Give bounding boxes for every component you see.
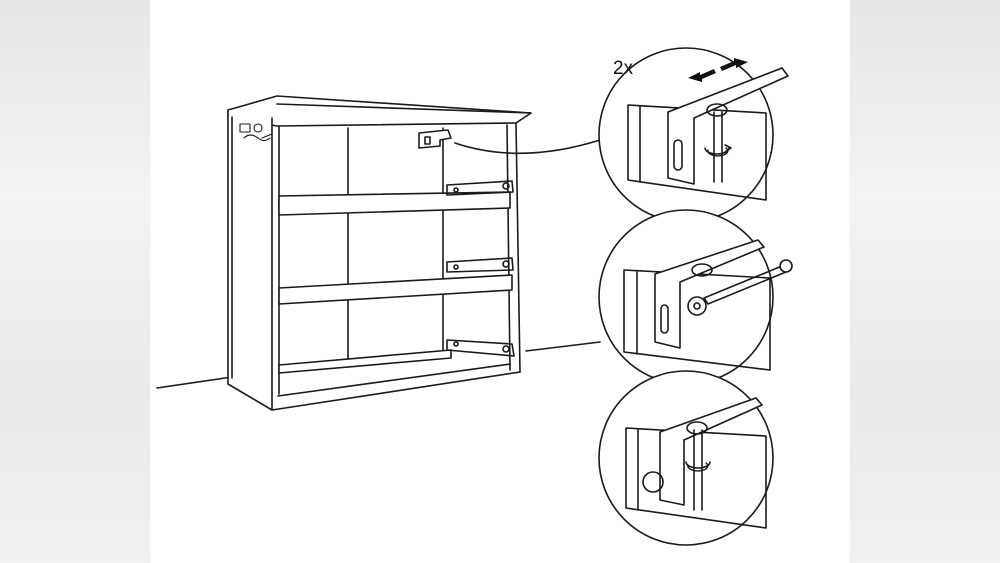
- detail-pointer-line: [454, 139, 601, 155]
- hardware-part-icon: [239, 123, 273, 142]
- detail-circle-3: [598, 370, 774, 546]
- floor-line: [156, 341, 601, 389]
- blurred-backdrop-right: [850, 0, 1000, 563]
- detail-circle-2: [598, 209, 793, 385]
- blurred-backdrop-left: [0, 0, 150, 563]
- cabinet-frame: [227, 95, 532, 411]
- detail-circle-1: [598, 47, 789, 223]
- double-arrow-icon: [688, 58, 748, 82]
- quantity-label: 2x: [613, 58, 634, 79]
- rotate-clockwise-icon: [687, 147, 729, 472]
